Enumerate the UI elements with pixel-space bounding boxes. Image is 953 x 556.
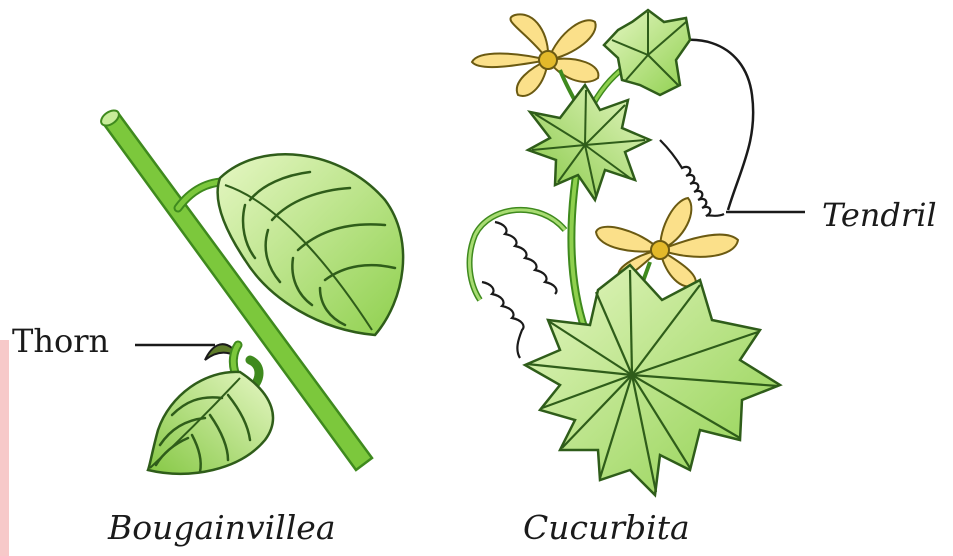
tendril-coiled-lower xyxy=(482,282,524,358)
bougainvillea-plant xyxy=(98,107,403,473)
bougainvillea-caption: Bougainvillea xyxy=(108,508,336,547)
cucurbita-large-leaf xyxy=(525,265,780,495)
cucurbita-mid-leaf xyxy=(528,85,650,200)
cucurbita-mid-flower xyxy=(596,198,738,287)
bougainvillea-lower-leaf xyxy=(148,372,273,474)
cucurbita-caption: Cucurbita xyxy=(523,508,690,547)
thorn-label: Thorn xyxy=(12,322,109,360)
tendril-label: Tendril xyxy=(822,196,937,234)
tendril-coiled-left xyxy=(495,222,557,294)
cucurbita-plant xyxy=(470,10,805,495)
cucurbita-top-flower xyxy=(472,14,598,96)
